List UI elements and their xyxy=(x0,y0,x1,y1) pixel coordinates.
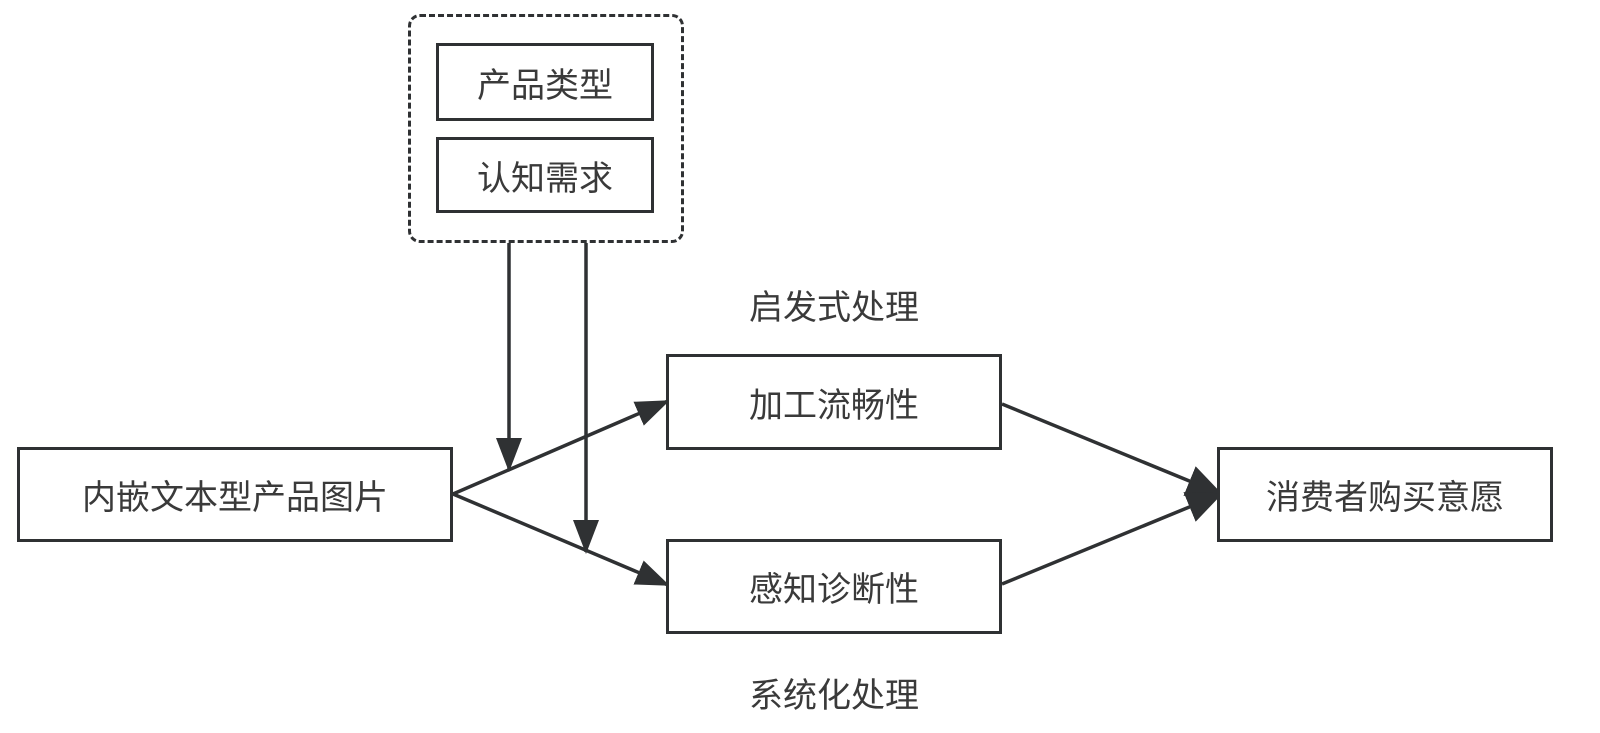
label-systematic-processing: 系统化处理 xyxy=(749,676,919,716)
box-cognitive-need: 认知需求 xyxy=(436,137,654,213)
arrow-iv-to-fluency xyxy=(452,399,670,496)
box-independent-variable: 内嵌文本型产品图片 xyxy=(17,447,453,542)
box-perceived-diagnosticity: 感知诊断性 xyxy=(666,539,1002,634)
arrow-iv-to-diagnosticity xyxy=(452,492,670,587)
label-heuristic-processing: 启发式处理 xyxy=(749,288,919,328)
arrow-diagnosticity-to-dv xyxy=(1001,492,1223,586)
box-product-type: 产品类型 xyxy=(436,43,654,121)
box-dependent-variable: 消费者购买意愿 xyxy=(1217,447,1553,542)
arrow-fluency-to-dv xyxy=(1001,402,1223,496)
box-processing-fluency: 加工流畅性 xyxy=(666,354,1002,450)
moderator-group xyxy=(408,14,684,243)
